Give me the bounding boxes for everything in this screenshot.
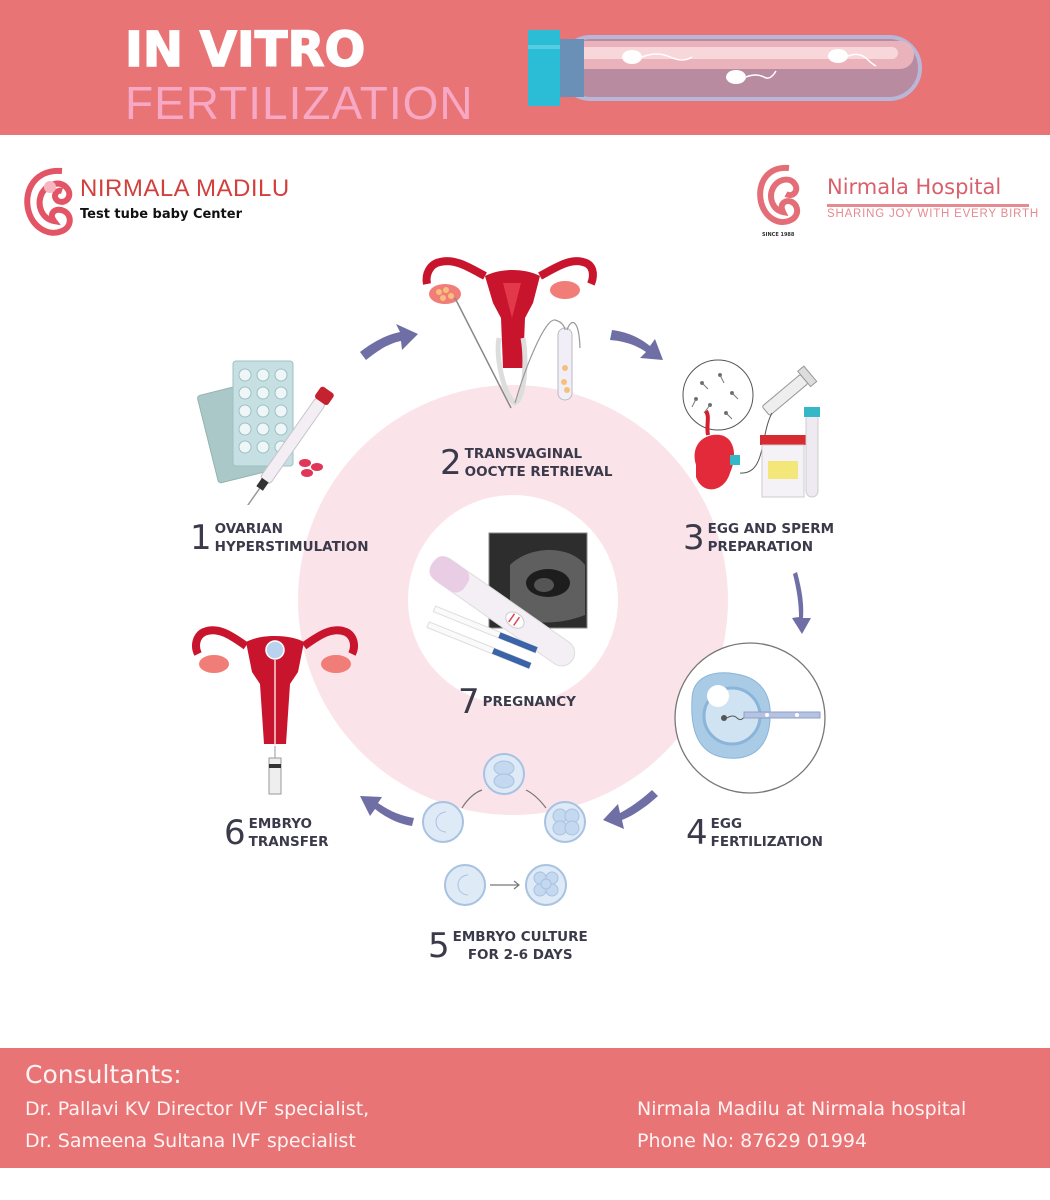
- step-5-title-line2: FOR 2-6 DAYS: [467, 947, 573, 963]
- step-7-title: PREGNANCY: [482, 694, 576, 710]
- test-tube-center-subtitle: Test tube baby Center: [80, 207, 242, 222]
- step-6-title-line2: TRANSFER: [248, 834, 329, 850]
- uterus-with-retrieval-needle-icon: [422, 257, 597, 409]
- location-text: Nirmala Madilu at Nirmala hospital: [637, 1098, 967, 1120]
- phone-number: Phone No: 87629 01994: [637, 1130, 868, 1152]
- pills-and-injection-pen-icon: [197, 360, 334, 505]
- step-3-title-line2: PREPARATION: [707, 539, 814, 555]
- step-3-number: 3: [683, 518, 705, 558]
- step-2-title-line1: TRANSVAGINAL: [464, 446, 583, 462]
- step-4-label: 4 EGG FERTILIZATION: [686, 815, 823, 851]
- arrow-2-to-3: [610, 330, 663, 360]
- step-5-title-line1: EMBRYO CULTURE: [452, 929, 588, 945]
- step-5-number: 5: [428, 926, 450, 966]
- uterus-with-embryo-syringe-icon: [192, 626, 358, 795]
- step-3-label: 3 EGG AND SPERM PREPARATION: [683, 520, 834, 556]
- step-5-label: 5 EMBRYO CULTURE FOR 2-6 DAYS: [428, 928, 588, 964]
- step-1-title-line1: OVARIAN: [214, 521, 283, 537]
- test-tube-icon: [528, 30, 922, 106]
- arrow-4-to-5: [603, 790, 658, 829]
- arrow-3-to-4: [792, 572, 811, 634]
- step-6-label: 6 EMBRYO TRANSFER: [224, 815, 329, 851]
- dividing-embryo-cells-icon: [422, 753, 586, 906]
- step-1-title-line2: HYPERSTIMULATION: [214, 539, 369, 555]
- step-4-title-line2: FERTILIZATION: [710, 834, 823, 850]
- footer-banner: [0, 1048, 1050, 1168]
- pregnancy-test-and-ultrasound-icon: [426, 532, 588, 670]
- consultant-2: Dr. Sameena Sultana IVF specialist: [25, 1130, 356, 1152]
- step-1-number: 1: [190, 518, 212, 558]
- consultants-heading: Consultants:: [25, 1060, 182, 1089]
- sperm-sample-and-container-icon: [682, 359, 820, 498]
- step-7-label: 7 PREGNANCY: [458, 685, 576, 719]
- egg-fertilization-microscope-icon: [674, 642, 826, 794]
- logo-divider: [827, 204, 1029, 207]
- nirmala-hospital-logo-icon: [757, 164, 801, 225]
- step-4-title-line1: EGG: [710, 816, 743, 832]
- consultant-1: Dr. Pallavi KV Director IVF specialist,: [25, 1098, 370, 1120]
- title-fertilization: FERTILIZATION: [125, 77, 474, 129]
- step-6-number: 6: [224, 813, 246, 853]
- hospital-tagline: SHARING JOY WITH EVERY BIRTH: [827, 208, 1039, 220]
- since-year: SINCE 1988: [762, 232, 795, 238]
- arrow-5-to-6: [360, 796, 414, 826]
- arrow-1-to-2: [360, 324, 418, 360]
- nirmala-madilu-name: NIRMALA MADILU: [80, 175, 290, 202]
- step-4-number: 4: [686, 813, 708, 853]
- step-7-number: 7: [458, 682, 480, 722]
- nirmala-hospital-name: Nirmala Hospital: [827, 175, 1002, 199]
- step-6-title-line1: EMBRYO: [248, 816, 313, 832]
- nirmala-madilu-logo-icon: [24, 167, 73, 236]
- step-2-title-line2: OOCYTE RETRIEVAL: [464, 464, 613, 480]
- step-2-label: 2 TRANSVAGINAL OOCYTE RETRIEVAL: [440, 445, 612, 481]
- title-in-vitro: IN VITRO: [124, 21, 366, 79]
- step-2-number: 2: [440, 443, 462, 483]
- step-3-title-line1: EGG AND SPERM: [707, 521, 835, 537]
- step-1-label: 1 OVARIAN HYPERSTIMULATION: [190, 520, 369, 556]
